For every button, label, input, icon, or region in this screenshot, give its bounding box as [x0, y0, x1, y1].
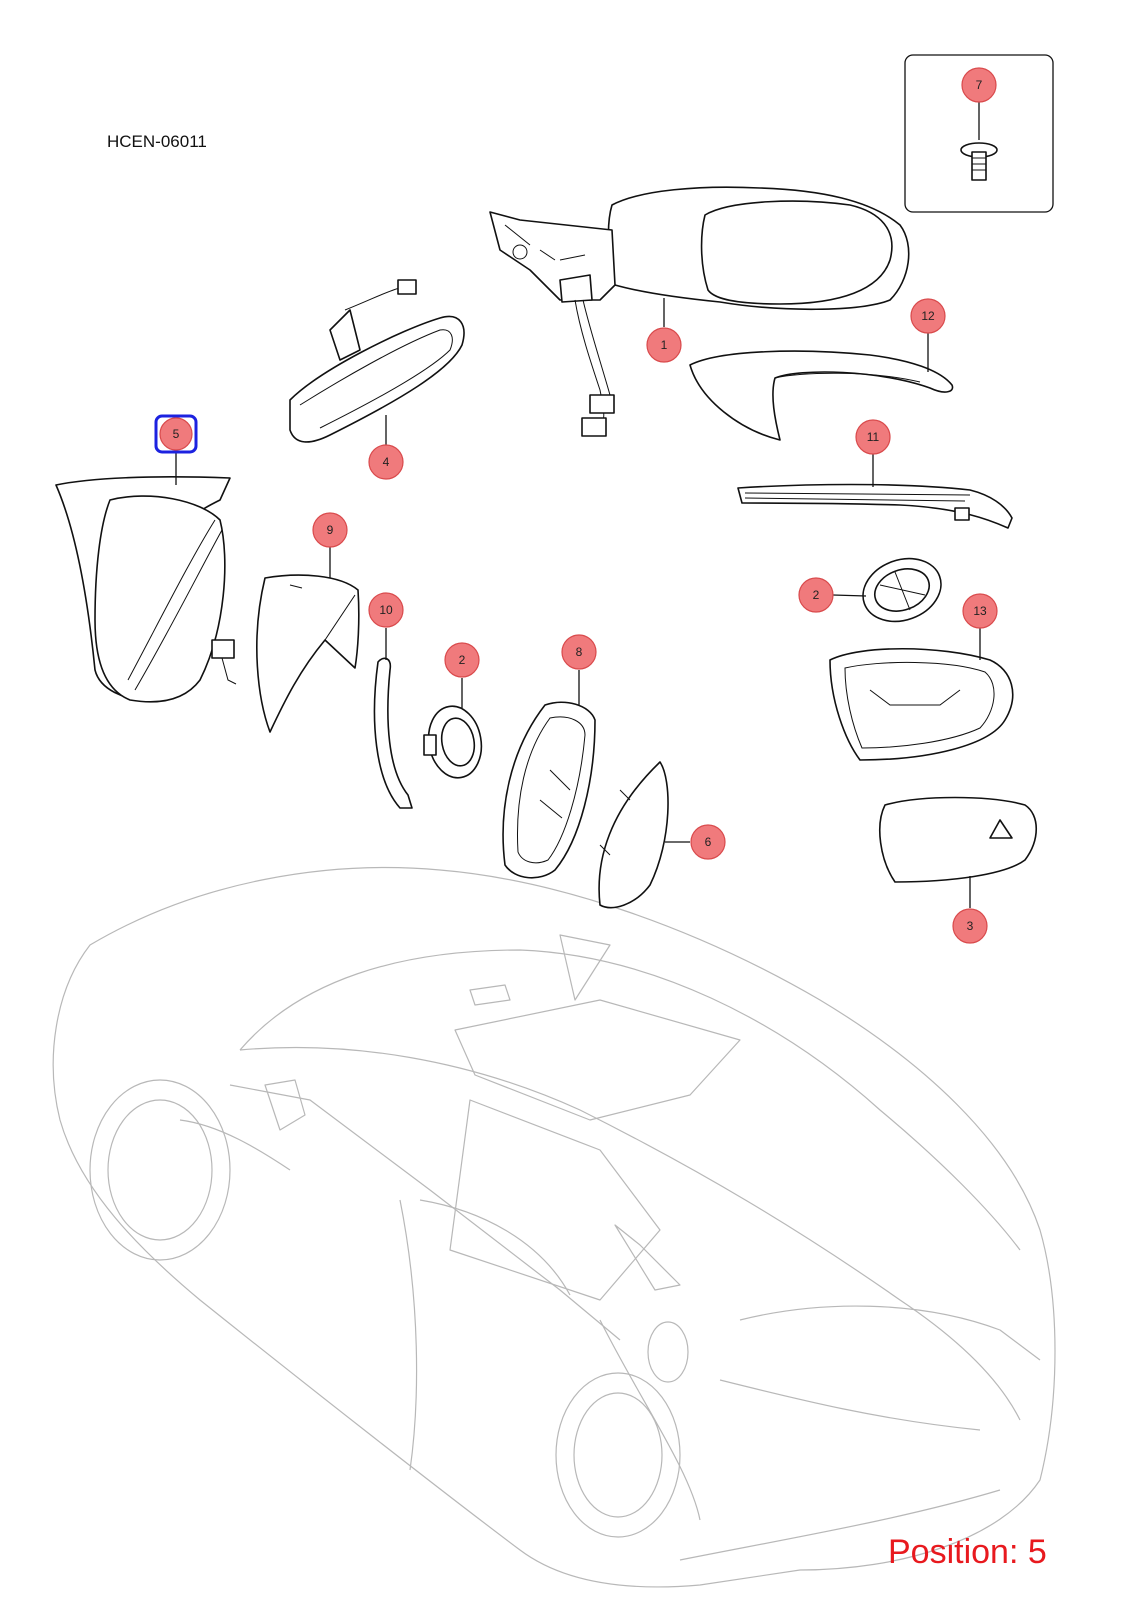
svg-text:13: 13 — [973, 604, 987, 618]
callout-13[interactable]: 13 — [962, 593, 998, 629]
callout-2-left[interactable]: 2 — [444, 642, 480, 678]
seal-strip — [373, 628, 413, 809]
svg-text:6: 6 — [705, 835, 712, 849]
mirror-bezel-frame — [829, 628, 1014, 761]
svg-text:11: 11 — [867, 430, 880, 444]
mirror-actuator-right — [832, 557, 942, 623]
callout-2-right[interactable]: 2 — [798, 577, 834, 613]
svg-text:3: 3 — [967, 919, 974, 933]
mirror-glass — [879, 796, 1037, 908]
svg-text:1: 1 — [661, 338, 668, 352]
callout-7[interactable]: 7 — [961, 67, 997, 103]
callout-8[interactable]: 8 — [561, 634, 597, 670]
svg-text:8: 8 — [576, 645, 583, 659]
turn-signal-strip — [737, 454, 1013, 529]
svg-text:9: 9 — [327, 523, 334, 537]
callout-4[interactable]: 4 — [368, 444, 404, 480]
mirror-heater-glass — [598, 761, 690, 909]
svg-text:7: 7 — [976, 78, 983, 92]
interior-rearview-mirror — [289, 279, 465, 445]
callout-6[interactable]: 6 — [690, 824, 726, 860]
callout-11[interactable]: 11 — [855, 419, 891, 455]
housing-lower-cover — [256, 547, 360, 733]
svg-text:10: 10 — [379, 603, 393, 617]
svg-text:5: 5 — [173, 427, 180, 441]
mirror-actuator-left — [423, 678, 483, 779]
callout-9[interactable]: 9 — [312, 512, 348, 548]
diagram-code: HCEN-06011 — [107, 132, 207, 151]
mirror-cap-assembly — [55, 451, 237, 703]
callout-5[interactable]: 5 — [154, 414, 198, 454]
car-silhouette — [52, 866, 1056, 1588]
mirror-base-plate — [502, 670, 596, 879]
svg-text:4: 4 — [383, 455, 390, 469]
mirror-housing-cover — [689, 333, 954, 441]
callout-1[interactable]: 1 — [646, 327, 682, 363]
screw-inset — [904, 54, 1054, 213]
svg-text:2: 2 — [459, 653, 466, 667]
callout-12[interactable]: 12 — [910, 298, 946, 334]
svg-text:12: 12 — [921, 309, 935, 323]
svg-text:2: 2 — [813, 588, 820, 602]
exterior-mirror-assembly — [489, 186, 910, 437]
callout-10[interactable]: 10 — [368, 592, 404, 628]
callout-3[interactable]: 3 — [952, 908, 988, 944]
position-label: Position: 5 — [888, 1533, 1047, 1571]
